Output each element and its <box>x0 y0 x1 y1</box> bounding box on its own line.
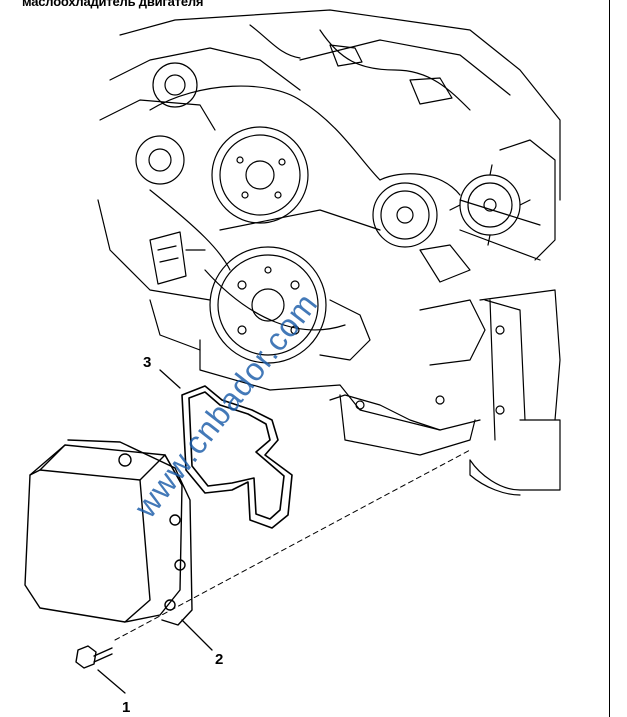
callout-3: 3 <box>143 354 151 371</box>
oil-cooler <box>24 439 193 626</box>
sensor-connector <box>149 231 206 285</box>
alternator <box>449 164 531 246</box>
lower-pulley <box>209 246 327 364</box>
engine-block-outline <box>97 9 561 496</box>
callout-2: 2 <box>215 651 223 668</box>
oil-cooler-housing <box>329 299 526 431</box>
document-title: маслоохладитель двигателя <box>22 0 204 9</box>
idler-pulley <box>135 62 198 185</box>
bolt <box>75 645 113 669</box>
callout-1: 1 <box>122 699 130 716</box>
page-border-rule <box>609 0 610 717</box>
gasket <box>181 385 293 529</box>
crank-pulley <box>211 126 309 224</box>
tensioner-pulley <box>372 182 438 248</box>
callout-leaders <box>97 369 213 694</box>
